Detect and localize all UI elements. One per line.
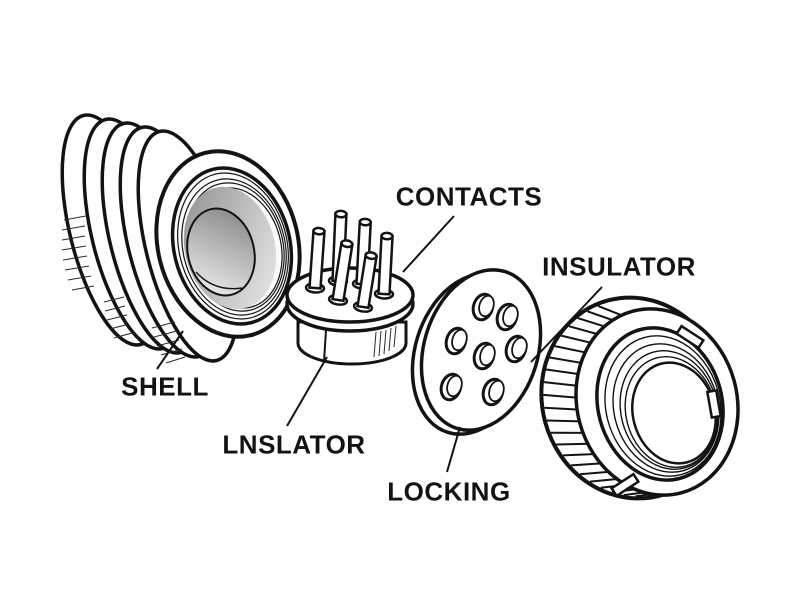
- leader-contacts: [402, 215, 455, 273]
- contact-pin: [373, 231, 395, 300]
- shell-bore-highlight: [195, 271, 243, 290]
- ring-notches: [609, 324, 723, 498]
- leader-lnslator: [286, 356, 328, 427]
- shell-part: [60, 113, 302, 364]
- label-lnslator: LNSLATOR: [222, 429, 366, 460]
- insulator-disc-part: [410, 268, 543, 436]
- shell-bore: [186, 207, 256, 297]
- locking-ring-part: [539, 295, 740, 501]
- shell-hatching: [61, 215, 186, 364]
- contact-pin: [327, 239, 354, 306]
- insulator-skirt: [296, 320, 408, 366]
- leader-shell: [156, 330, 184, 370]
- label-locking: LOCKING: [387, 476, 511, 507]
- label-shell: SHELL: [121, 371, 209, 402]
- skirt-seam: [323, 329, 327, 363]
- leader-locking: [446, 426, 461, 473]
- contact-pin: [352, 251, 378, 313]
- leader-lines: [156, 215, 603, 473]
- contacts-part: [285, 209, 415, 366]
- leader-insulator: [530, 286, 603, 363]
- skirt-hatching: [373, 325, 397, 358]
- contact-pin: [304, 226, 326, 294]
- disc-holes: [439, 292, 528, 407]
- label-insulator: INSULATOR: [542, 251, 696, 282]
- label-contacts: CONTACTS: [395, 181, 543, 212]
